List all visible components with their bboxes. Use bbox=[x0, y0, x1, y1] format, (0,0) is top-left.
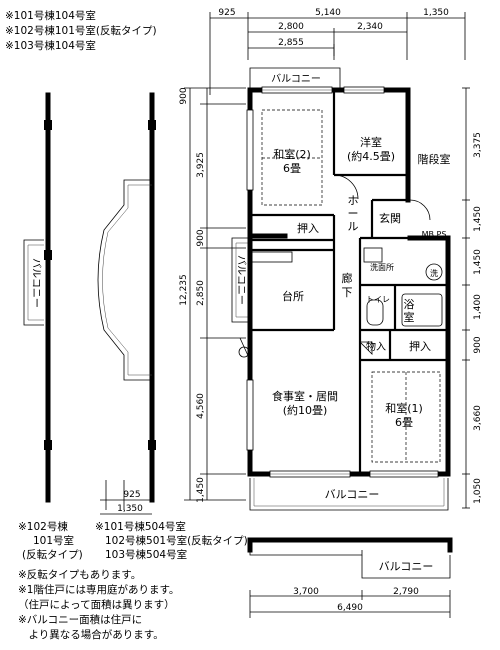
dim-mid-1350: 1,350 bbox=[117, 504, 143, 514]
dim-left-3925: 3,925 bbox=[196, 152, 206, 178]
dim-top-2340: 2,340 bbox=[357, 22, 383, 32]
room-washitsu1-name: 和室(1) bbox=[385, 401, 423, 415]
room-labels: 和室(2) 6畳 洋室 (約4.5畳) 階段室 ホ ー ル 玄関 押入 MB P… bbox=[272, 135, 451, 429]
note-top-3: ※103号棟104号室 bbox=[5, 39, 96, 52]
far-left-section: バルコニー bbox=[23, 92, 52, 503]
dim-left-1450: 1,450 bbox=[196, 477, 206, 503]
dim-mid-925: 925 bbox=[123, 490, 140, 500]
top-dimensions: 925 5,140 1,350 2,800 2,340 2,855 bbox=[209, 8, 466, 95]
room-yokushitsu-2: 室 bbox=[404, 310, 415, 324]
dim-right-1400: 1,400 bbox=[473, 294, 483, 320]
room-oshiire-a: 押入 bbox=[297, 221, 319, 235]
note-footer-2: ※1階住戸には専用庭があります。 bbox=[18, 583, 179, 596]
balcony-left-label: バルコニー bbox=[235, 255, 247, 305]
balcony-bottom-label: バルコニー bbox=[325, 488, 380, 501]
dim-bottom-3700: 3,700 bbox=[293, 587, 319, 597]
note-top-1: ※101号棟104号室 bbox=[5, 9, 96, 22]
middle-section: 925 1,350 bbox=[97, 92, 156, 515]
lower-section: バルコニー 3,700 2,790 6,490 bbox=[247, 537, 453, 618]
room-senmenjo: 洗面所 bbox=[370, 262, 394, 272]
room-hall-2: ー bbox=[348, 207, 359, 220]
note-bl-2: 101号室 bbox=[33, 534, 74, 547]
left-dimensions: 900 3,925 900 2,850 12,235 4,560 1,450 bbox=[179, 87, 246, 503]
dim-left-900b: 900 bbox=[196, 229, 206, 246]
note-bl-1: ※102号棟 bbox=[18, 520, 68, 533]
dim-top-5140: 5,140 bbox=[315, 8, 341, 18]
balcony-left: バルコニー bbox=[231, 237, 248, 323]
dim-right-1450: 1,450 bbox=[473, 206, 483, 232]
room-yoshitsu-name: 洋室 bbox=[360, 135, 382, 149]
dim-right-1450b: 1,450 bbox=[473, 249, 483, 275]
room-genkan: 玄関 bbox=[379, 211, 401, 225]
note-footer-4: ※バルコニー面積は住戸に bbox=[18, 613, 142, 626]
dim-bottom-2790: 2,790 bbox=[393, 587, 419, 597]
dim-top-2800: 2,800 bbox=[278, 22, 304, 32]
dim-right-3375: 3,375 bbox=[473, 132, 483, 158]
room-kaidan: 階段室 bbox=[418, 152, 451, 166]
room-details bbox=[238, 109, 443, 463]
balcony-far-left-label: バルコニー bbox=[30, 258, 42, 308]
room-hall-1: ホ bbox=[348, 194, 359, 207]
room-yoshitsu-size: (約4.5畳) bbox=[347, 149, 395, 163]
room-toilet: トイレ bbox=[366, 295, 390, 304]
dim-left-12235: 12,235 bbox=[179, 274, 189, 306]
dim-top-2855: 2,855 bbox=[278, 38, 304, 48]
room-ldk-name: 食事室・居間 bbox=[272, 389, 338, 403]
room-washitsu2-size: 6畳 bbox=[283, 162, 301, 175]
windows bbox=[246, 86, 439, 478]
balcony-top: バルコニー bbox=[249, 67, 341, 88]
note-footer-5: より異なる場合があります。 bbox=[18, 628, 164, 641]
room-ldk-size: (約10畳) bbox=[283, 403, 328, 417]
dim-bottom-6490: 6,490 bbox=[337, 603, 363, 613]
room-yokushitsu-1: 浴 bbox=[404, 298, 415, 311]
room-roka-2: 下 bbox=[342, 286, 353, 299]
note-bl-3: (反転タイプ) bbox=[22, 549, 83, 561]
room-oshiire-b: 押入 bbox=[409, 339, 431, 353]
room-roka-1: 廊 bbox=[342, 271, 353, 285]
room-sentaku: 洗 bbox=[430, 268, 438, 278]
dim-left-4560: 4,560 bbox=[196, 393, 206, 419]
note-footer-1: ※反転タイプもあります。 bbox=[18, 569, 141, 581]
note-footer-3: （住戸によって面積は異ります） bbox=[18, 598, 175, 611]
room-daidokoro: 台所 bbox=[282, 289, 304, 303]
room-hall-3: ル bbox=[348, 220, 359, 233]
room-washitsu1-size: 6畳 bbox=[395, 416, 413, 429]
right-dimensions: 3,375 1,450 1,450 1,400 900 3,660 1,050 bbox=[462, 87, 483, 509]
notes-bottom: ※102号棟 101号室 (反転タイプ) ※101号棟504号室 102号棟50… bbox=[18, 520, 248, 641]
dim-right-900: 900 bbox=[473, 336, 483, 353]
note-bm-2: 102号棟501号室(反転タイプ) bbox=[105, 534, 248, 547]
room-mono: 物入 bbox=[366, 340, 386, 353]
balcony-bottom: バルコニー bbox=[249, 478, 449, 511]
room-washitsu2-name: 和室(2) bbox=[273, 147, 311, 161]
room-mb-ps: MB PS bbox=[422, 230, 447, 239]
dim-right-3660: 3,660 bbox=[473, 405, 483, 431]
dim-top-925: 925 bbox=[218, 8, 235, 18]
dim-left-900: 900 bbox=[179, 87, 189, 104]
dim-right-1050: 1,050 bbox=[473, 478, 483, 504]
dim-left-2850: 2,850 bbox=[196, 280, 206, 306]
note-bm-3: 103号棟504号室 bbox=[105, 548, 187, 561]
note-top-2: ※102号棟101号室(反転タイプ) bbox=[5, 24, 157, 37]
balcony-small-label: バルコニー bbox=[379, 560, 434, 573]
balcony-top-label: バルコニー bbox=[271, 73, 321, 85]
dim-top-1350: 1,350 bbox=[423, 8, 449, 18]
note-bm-1: ※101号棟504号室 bbox=[95, 520, 186, 533]
